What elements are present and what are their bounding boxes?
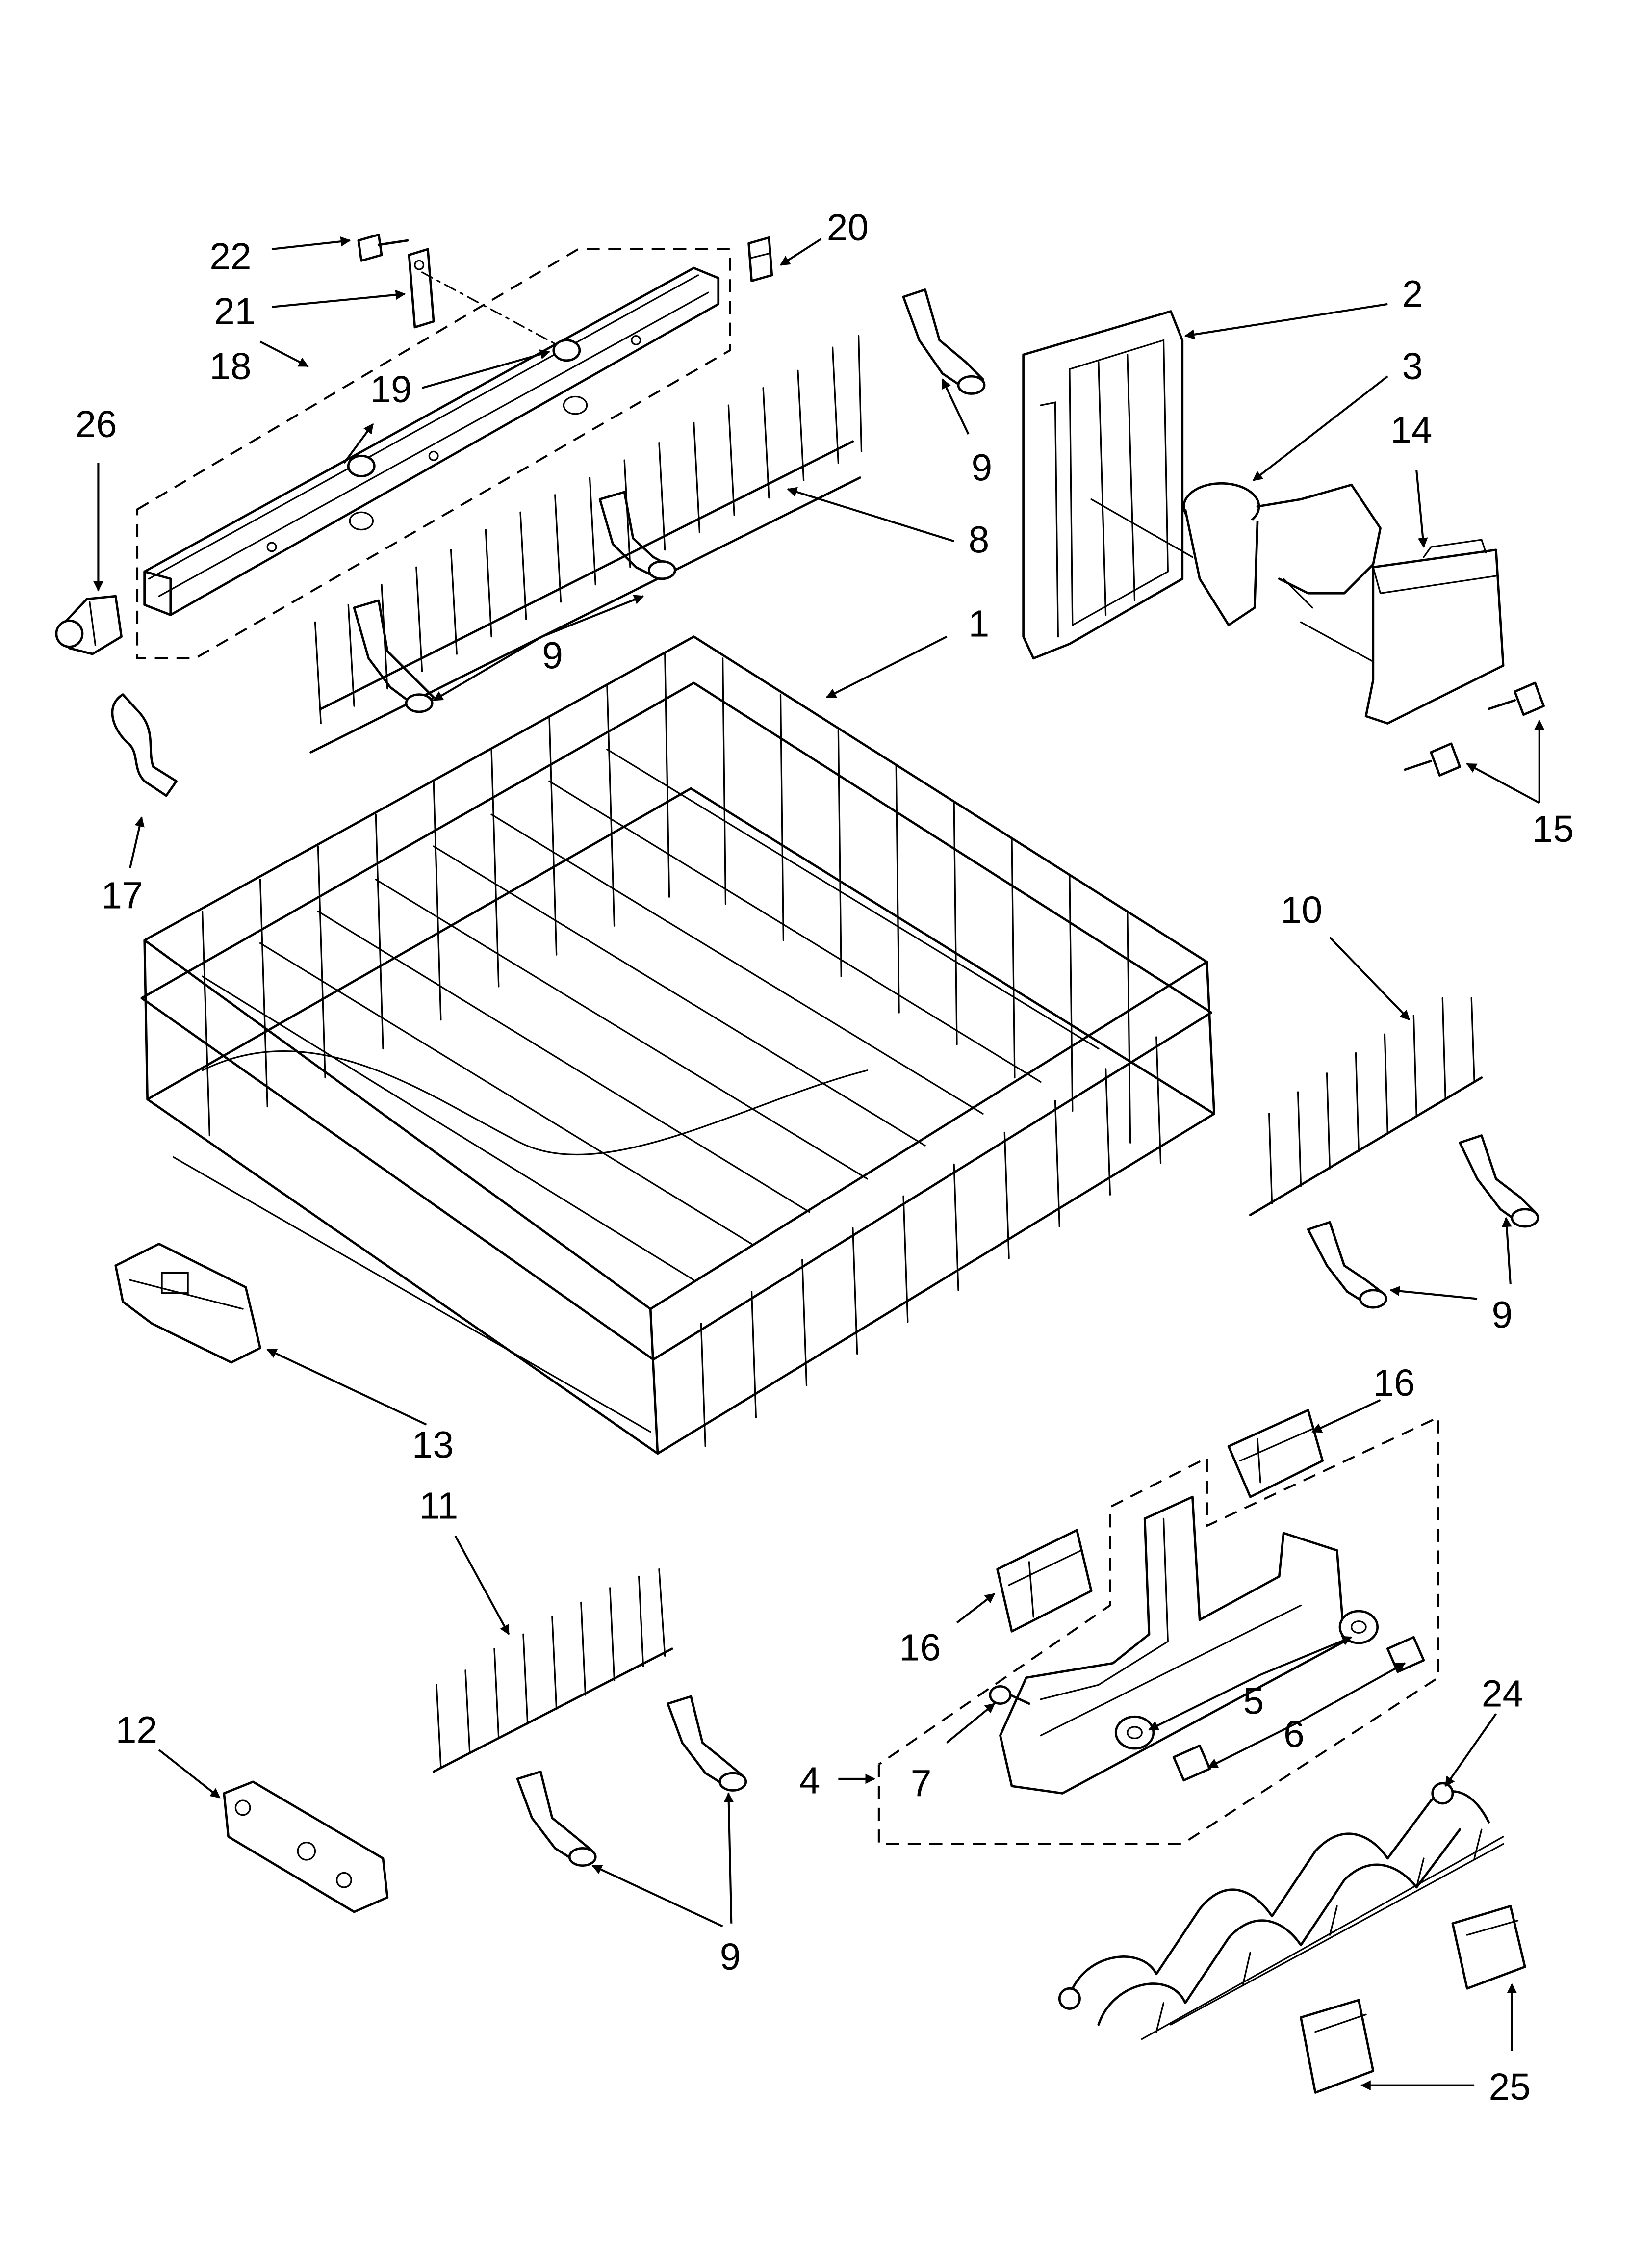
- screw-15-a: [1488, 681, 1545, 716]
- part-labels: 22 21 18 19 20 26 17 9 8 9 2 3 14 1 15 1…: [75, 207, 1574, 2108]
- housing-2: [1022, 310, 1194, 660]
- label-11: 11: [419, 1485, 459, 1527]
- label-24: 24: [1482, 1673, 1523, 1715]
- label-26: 26: [75, 404, 117, 445]
- clip-9-lower-a: [667, 1695, 747, 1792]
- label-18: 18: [209, 346, 251, 388]
- label-9-c: 9: [1491, 1294, 1513, 1336]
- clip-9-lower-b: [516, 1770, 597, 1867]
- rack-24: [1058, 1782, 1504, 2040]
- plate-21: [408, 248, 435, 329]
- pin-6-lower: [1172, 1744, 1211, 1782]
- label-9-a: 9: [542, 635, 563, 677]
- label-22: 22: [209, 236, 251, 278]
- label-3: 3: [1402, 346, 1423, 388]
- label-19: 19: [370, 369, 411, 411]
- label-5: 5: [1243, 1680, 1264, 1722]
- label-4: 4: [799, 1760, 821, 1801]
- label-16-b: 16: [899, 1627, 941, 1668]
- label-21: 21: [214, 291, 256, 333]
- label-12: 12: [116, 1709, 157, 1751]
- clip-17: [111, 693, 178, 797]
- upper-rack-basket: [140, 635, 1215, 1455]
- label-9-b: 9: [972, 447, 993, 489]
- leader-lines: [93, 236, 1545, 2091]
- clip-16-upper: [1227, 1409, 1324, 1498]
- screw-15-b: [1404, 742, 1462, 777]
- label-9-d: 9: [720, 1936, 741, 1978]
- label-6: 6: [1283, 1714, 1305, 1755]
- label-8: 8: [969, 520, 990, 561]
- tine-row-10: [1249, 997, 1483, 1216]
- label-10: 10: [1281, 889, 1322, 931]
- clip-9-right-a: [1459, 1134, 1539, 1228]
- label-13: 13: [412, 1425, 454, 1466]
- tine-row-11: [432, 1568, 673, 1773]
- bracket-4: [999, 1495, 1346, 1795]
- handle-3: [1182, 482, 1382, 667]
- label-20: 20: [827, 207, 869, 249]
- adjuster-13: [114, 1243, 261, 1364]
- clip-16-lower: [996, 1529, 1093, 1633]
- clip-9-top: [902, 288, 986, 395]
- label-15: 15: [1532, 808, 1574, 850]
- screw-7: [989, 1685, 1030, 1705]
- cover-14: [1364, 539, 1505, 725]
- adjuster-12: [223, 1780, 389, 1913]
- clip-25-right: [1451, 1904, 1526, 1990]
- clip-20: [747, 236, 773, 283]
- label-1: 1: [969, 603, 990, 645]
- label-14: 14: [1390, 410, 1432, 451]
- label-2: 2: [1402, 274, 1423, 315]
- pin-6-upper: [1386, 1636, 1425, 1673]
- rail: [143, 266, 720, 616]
- clip-9-mid: [598, 491, 676, 580]
- washer-5-lower: [1114, 1715, 1155, 1750]
- label-17: 17: [101, 875, 143, 917]
- clip-9-right-b: [1307, 1221, 1387, 1309]
- assembly-line-21: [421, 271, 558, 345]
- clip-25-left: [1300, 1999, 1375, 2094]
- label-7: 7: [911, 1763, 932, 1804]
- cup-shelf-8: [309, 335, 863, 754]
- rail-assembly-group-outline: [136, 248, 731, 659]
- stop-26: [55, 595, 123, 655]
- label-16-a: 16: [1373, 1362, 1415, 1404]
- washer-5-upper: [1338, 1610, 1379, 1644]
- screw-22: [357, 233, 409, 262]
- label-25: 25: [1489, 2066, 1531, 2108]
